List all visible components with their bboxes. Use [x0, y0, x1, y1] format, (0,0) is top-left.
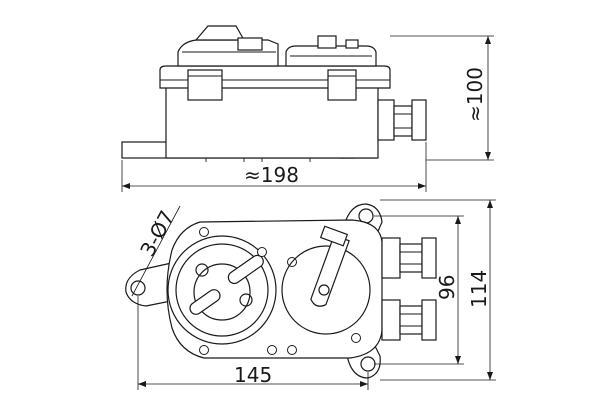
dim-width-bottom: 145	[137, 296, 369, 390]
rotary-switch	[281, 245, 371, 335]
cable-gland-side	[377, 99, 395, 141]
dim-height-side: ≈100	[390, 35, 494, 161]
dim-outer-height: 114	[380, 199, 496, 381]
side-view	[121, 25, 427, 162]
cable-gland-upper	[381, 237, 401, 279]
width-bottom-label: 145	[234, 363, 272, 387]
cable-gland-lower	[381, 299, 401, 341]
outer-height-label: 114	[467, 270, 491, 308]
dim-inner-height: 96	[374, 215, 464, 365]
top-view	[125, 203, 437, 379]
height-side-label: ≈100	[463, 67, 487, 122]
length-side-label: ≈198	[244, 163, 299, 187]
inner-height-label: 96	[435, 275, 459, 300]
dim-length-side: ≈198	[121, 142, 427, 192]
